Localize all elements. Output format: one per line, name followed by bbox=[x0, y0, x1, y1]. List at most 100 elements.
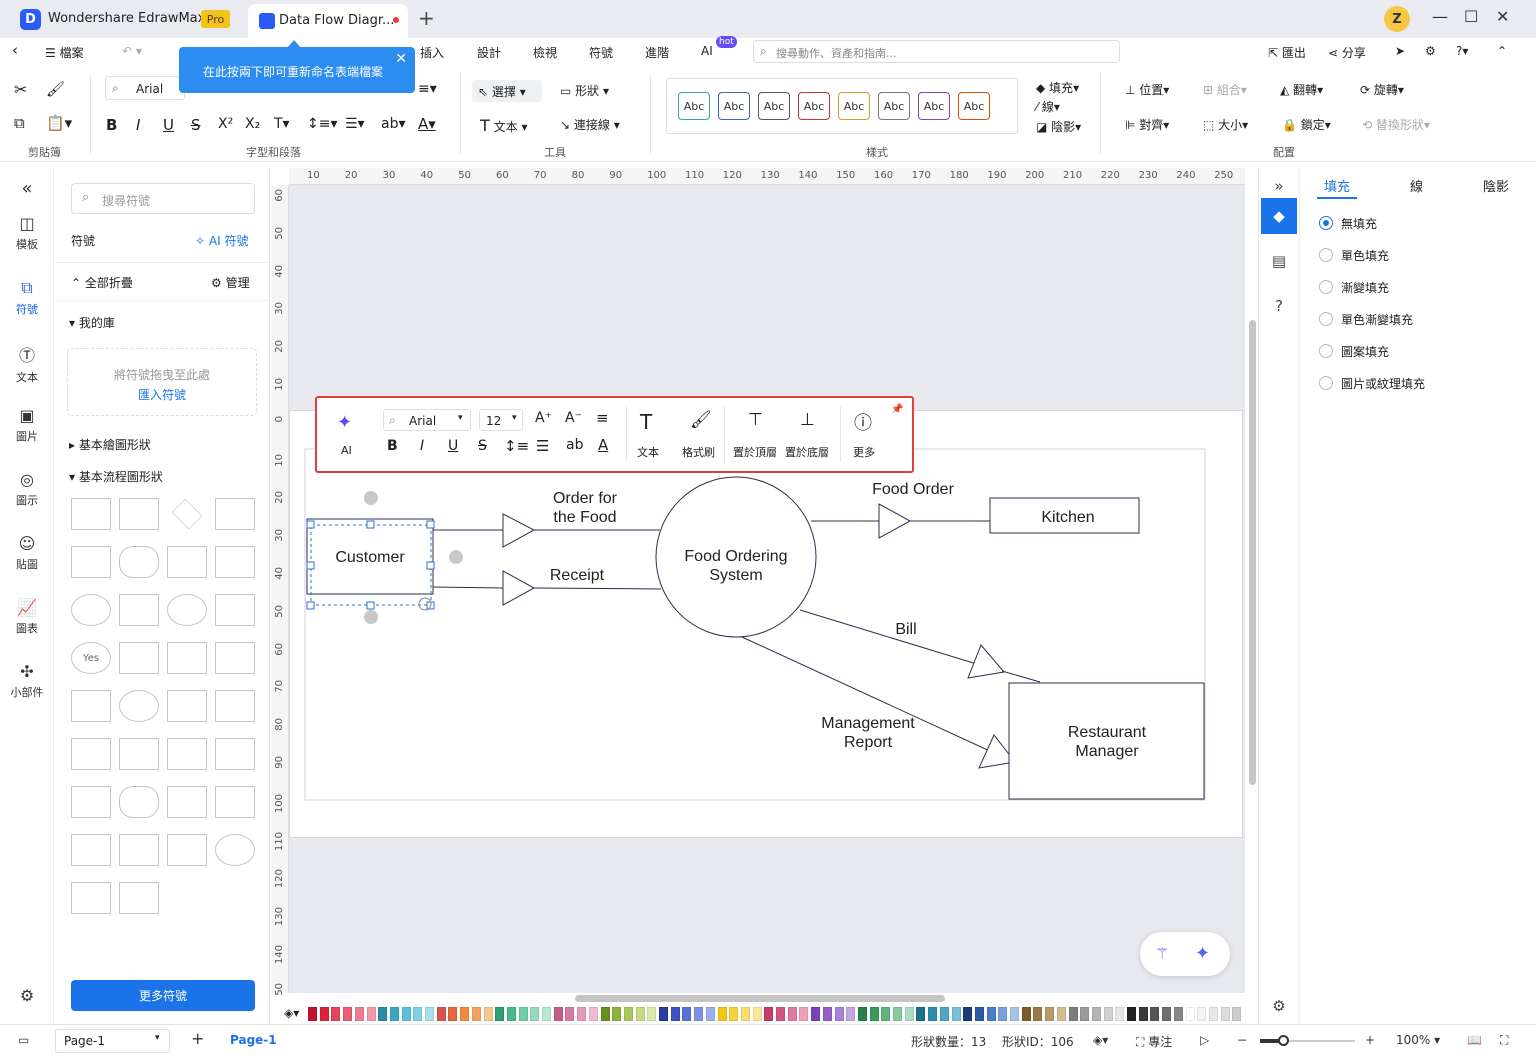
style-sample[interactable]: Abc bbox=[678, 92, 710, 120]
underline-icon[interactable]: U bbox=[448, 438, 459, 454]
color-swatch[interactable] bbox=[378, 1007, 388, 1021]
menu-view[interactable]: 檢視 bbox=[533, 46, 558, 60]
color-swatch[interactable] bbox=[787, 1007, 797, 1021]
no-fill-radio[interactable] bbox=[1319, 216, 1333, 230]
new-tab-button[interactable]: + bbox=[418, 6, 435, 30]
flowchart-shape[interactable] bbox=[71, 594, 111, 626]
color-swatch[interactable] bbox=[1185, 1007, 1195, 1021]
menu-advanced[interactable]: 進階 bbox=[645, 46, 670, 60]
color-swatch[interactable] bbox=[588, 1007, 598, 1021]
horizontal-scrollbar[interactable] bbox=[575, 995, 945, 1002]
flowchart-shape[interactable] bbox=[167, 738, 207, 770]
color-swatch[interactable] bbox=[1232, 1007, 1242, 1021]
layers-icon[interactable]: ◈▾ bbox=[1093, 1033, 1109, 1047]
magic-wand-icon[interactable]: ⚚ bbox=[1155, 944, 1170, 963]
color-swatch[interactable] bbox=[1208, 1007, 1218, 1021]
color-swatch[interactable] bbox=[1056, 1007, 1066, 1021]
more-options-icon[interactable]: ⓘ bbox=[854, 413, 872, 434]
my-library-header[interactable]: ▾ 我的庫 bbox=[69, 316, 115, 330]
color-swatch[interactable] bbox=[682, 1007, 692, 1021]
line-button[interactable]: ⁄ 線▾ bbox=[1036, 100, 1060, 114]
group-button[interactable]: ⊞ 組合▾ bbox=[1203, 83, 1247, 97]
color-swatch[interactable] bbox=[483, 1007, 493, 1021]
color-swatch[interactable] bbox=[1220, 1007, 1230, 1021]
flowchart-shape[interactable] bbox=[119, 786, 159, 818]
page-panel-icon[interactable]: ▤ bbox=[1271, 252, 1287, 270]
color-swatch[interactable] bbox=[1091, 1007, 1101, 1021]
color-swatch[interactable] bbox=[1150, 1007, 1160, 1021]
flow-line[interactable] bbox=[799, 609, 981, 666]
flow-line[interactable] bbox=[432, 586, 504, 589]
fill-bucket-icon[interactable]: ◈▾ bbox=[284, 1006, 300, 1020]
color-swatch[interactable] bbox=[869, 1007, 879, 1021]
color-swatch[interactable] bbox=[951, 1007, 961, 1021]
play-icon[interactable]: ▷ bbox=[1200, 1033, 1210, 1047]
user-avatar[interactable]: Z bbox=[1384, 6, 1410, 32]
color-swatch[interactable] bbox=[881, 1007, 891, 1021]
solid-fill-radio[interactable] bbox=[1319, 248, 1333, 262]
color-swatch[interactable] bbox=[308, 1007, 317, 1021]
collapse-all-button[interactable]: ⌃ 全部折疊 bbox=[71, 276, 133, 290]
color-swatch[interactable] bbox=[717, 1007, 727, 1021]
color-swatch[interactable] bbox=[928, 1007, 938, 1021]
menu-insert[interactable]: 插入 bbox=[420, 46, 445, 60]
kitchen-entity[interactable] bbox=[989, 497, 1140, 534]
flowchart-shape[interactable] bbox=[167, 834, 207, 866]
color-swatch[interactable] bbox=[623, 1007, 633, 1021]
zoom-level[interactable]: 100% ▾ bbox=[1396, 1033, 1441, 1047]
fill-panel-icon[interactable]: ◆ bbox=[1261, 198, 1297, 234]
color-swatch[interactable] bbox=[471, 1007, 481, 1021]
nav-symbols[interactable]: ⧉符號 bbox=[0, 278, 54, 317]
rotate-handle[interactable] bbox=[418, 597, 432, 611]
color-swatch[interactable] bbox=[834, 1007, 844, 1021]
color-swatch[interactable] bbox=[1045, 1007, 1055, 1021]
color-swatch[interactable] bbox=[530, 1007, 540, 1021]
color-swatch[interactable] bbox=[822, 1007, 832, 1021]
flow-line[interactable] bbox=[741, 636, 993, 753]
color-swatch[interactable] bbox=[1103, 1007, 1113, 1021]
color-swatch[interactable] bbox=[670, 1007, 680, 1021]
flowchart-shape[interactable] bbox=[119, 834, 159, 866]
connector-down-handle[interactable] bbox=[364, 610, 378, 624]
basic-drawing-header[interactable]: ▸ 基本繪圖形狀 bbox=[69, 438, 151, 452]
flowchart-shape[interactable] bbox=[167, 594, 207, 626]
color-swatch[interactable] bbox=[857, 1007, 867, 1021]
color-swatch[interactable] bbox=[413, 1007, 423, 1021]
system-process-circle[interactable] bbox=[655, 476, 817, 638]
zoom-in-icon[interactable]: + bbox=[1365, 1033, 1376, 1047]
align-icon[interactable]: ≡▾ bbox=[418, 81, 437, 97]
nav-images[interactable]: ▣圖片 bbox=[0, 406, 54, 444]
color-swatch[interactable] bbox=[776, 1007, 785, 1021]
color-swatch[interactable] bbox=[893, 1007, 902, 1021]
texture-fill-radio[interactable] bbox=[1319, 376, 1333, 390]
color-swatch[interactable] bbox=[542, 1007, 551, 1021]
color-swatch[interactable] bbox=[1127, 1007, 1136, 1021]
flow-line[interactable] bbox=[1001, 670, 1041, 683]
menu-symbols[interactable]: 符號 bbox=[589, 46, 614, 60]
connector-right-handle[interactable] bbox=[449, 550, 463, 564]
color-swatch[interactable] bbox=[694, 1007, 704, 1021]
lock-button[interactable]: 🔒 鎖定▾ bbox=[1282, 118, 1331, 132]
flowchart-shape[interactable] bbox=[119, 642, 159, 674]
share-button[interactable]: ⋖ 分享 bbox=[1328, 46, 1366, 60]
position-button[interactable]: ⊥ 位置▾ bbox=[1125, 83, 1170, 97]
symbol-search-input[interactable]: ⌕ 搜尋符號 bbox=[71, 183, 255, 214]
add-page-button[interactable]: + bbox=[191, 1029, 205, 1048]
color-swatch[interactable] bbox=[647, 1007, 657, 1021]
color-swatch[interactable] bbox=[1033, 1007, 1043, 1021]
color-swatch[interactable] bbox=[460, 1007, 470, 1021]
bullets-icon[interactable]: ☰▾ bbox=[345, 116, 365, 132]
strikethrough-icon[interactable]: S bbox=[478, 438, 487, 454]
cut-icon[interactable]: ✂ bbox=[14, 80, 28, 99]
text-case-icon[interactable]: T▾ bbox=[274, 116, 290, 132]
color-swatch[interactable] bbox=[506, 1007, 516, 1021]
superscript-icon[interactable]: X² bbox=[218, 116, 234, 132]
toolbar-size-select[interactable]: 12 ▾ bbox=[479, 409, 523, 431]
page-tab[interactable]: Page-1 bbox=[230, 1033, 277, 1047]
color-swatch[interactable] bbox=[518, 1007, 528, 1021]
color-swatch[interactable] bbox=[331, 1007, 341, 1021]
italic-icon[interactable]: I bbox=[420, 438, 425, 454]
copy-icon[interactable]: ⧉ bbox=[14, 114, 25, 132]
collapse-ribbon-icon[interactable]: ⌃ bbox=[1497, 44, 1508, 58]
